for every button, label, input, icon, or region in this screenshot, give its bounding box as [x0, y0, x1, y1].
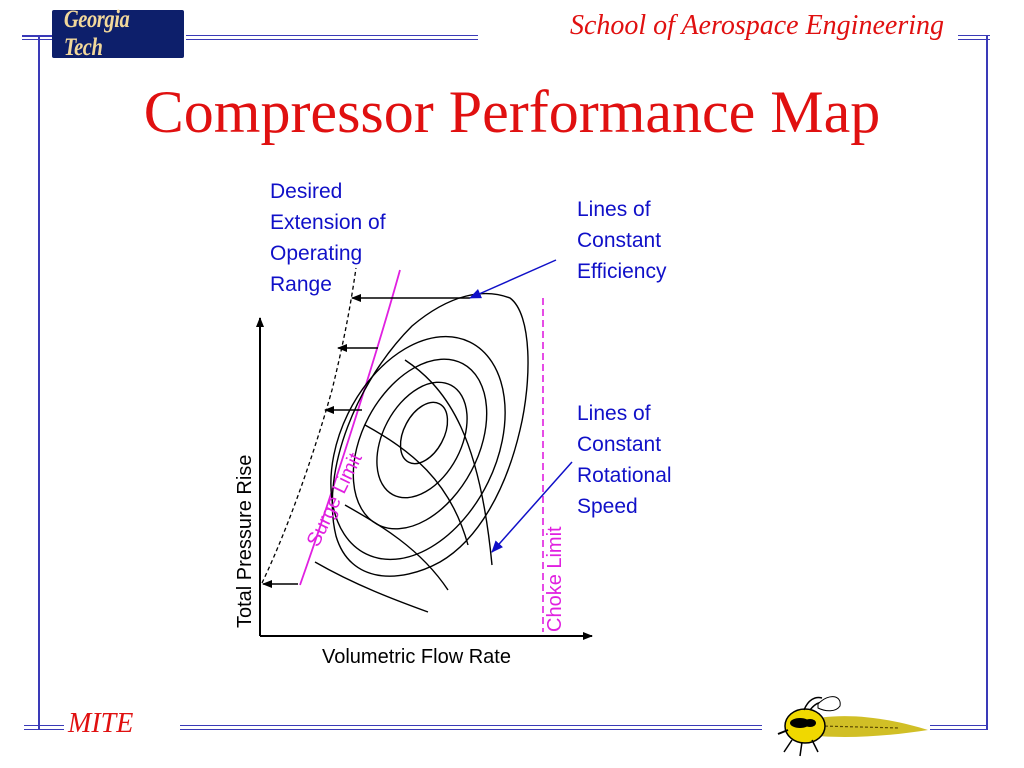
frame-right-line	[986, 36, 988, 730]
desired-extension-dashed-line	[261, 267, 357, 584]
constant-efficiency-label: Lines of Constant Efficiency	[577, 198, 667, 283]
frame-top-left-line	[22, 35, 52, 37]
constant-speed-label: Lines of Constant Rotational Speed	[577, 402, 672, 518]
frame-top-left-line-2	[22, 39, 52, 40]
frame-bottom-left-line-2	[24, 729, 64, 730]
frame-bottom-middle-line-2	[180, 729, 762, 730]
frame-top-right-line-2	[958, 39, 990, 40]
efficiency-line-5	[331, 292, 529, 577]
y-axis-label: Total Pressure Rise	[234, 455, 256, 628]
frame-bottom-right-line	[930, 725, 988, 726]
efficiency-line-4	[330, 335, 506, 561]
desired-extension-label: Desired Extension of Operating Range	[270, 180, 386, 296]
efficiency-line-1	[399, 401, 449, 465]
yellow-jacket-mascot-icon	[777, 696, 928, 757]
logo-text: Georgia Tech	[63, 6, 130, 61]
school-name: School of Aerospace Engineering	[569, 10, 944, 41]
efficiency-line-2	[376, 381, 468, 499]
efficiency-pointer-arrow	[469, 259, 557, 299]
frame-top-middle-line-2	[186, 39, 478, 40]
x-axis-label: Volumetric Flow Rate	[322, 646, 511, 668]
frame-top-middle-line	[186, 35, 478, 36]
mite-label: MITE	[68, 708, 134, 739]
surge-limit-line	[299, 269, 401, 586]
slide-title: Compressor Performance Map	[143, 79, 881, 145]
speed-line-3	[364, 424, 469, 546]
choke-limit-label: Choke Limit	[544, 526, 566, 632]
speed-line-4	[404, 359, 493, 566]
frame-bottom-left-line	[24, 725, 64, 726]
frame-bottom-right-line-2	[930, 729, 988, 730]
speed-pointer-arrow	[491, 461, 573, 553]
speed-line-1	[314, 561, 429, 613]
frame-top-right-line	[958, 35, 990, 36]
frame-left-line	[38, 36, 40, 730]
georgia-tech-logo: Georgia Tech	[52, 6, 184, 61]
speed-line-2	[344, 504, 449, 591]
frame-bottom-middle-line	[180, 725, 762, 726]
